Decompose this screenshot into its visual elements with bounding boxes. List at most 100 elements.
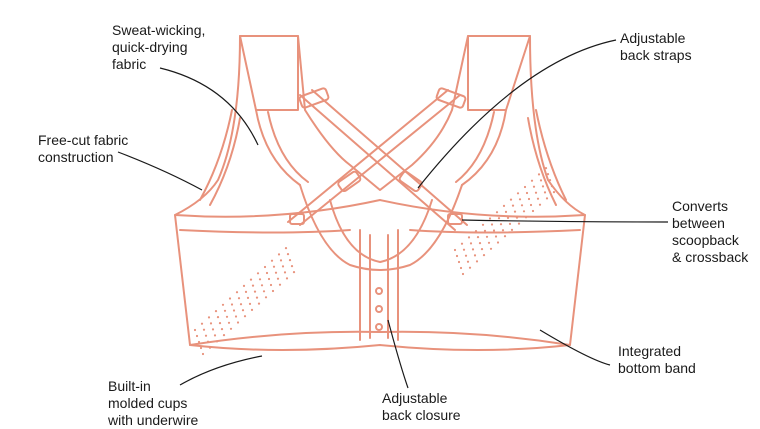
perforation-dot	[469, 242, 473, 245]
perforation-dot	[550, 185, 554, 188]
perforation-dot	[253, 290, 257, 293]
perforation-dot	[242, 284, 246, 287]
perforation-dot	[232, 309, 236, 312]
perforation-dot	[548, 179, 552, 182]
leader-sweat	[159, 67, 259, 146]
perforation-dot	[209, 322, 213, 325]
perforation-dot	[262, 290, 266, 293]
perforation-dot	[546, 173, 550, 176]
perforation-dot	[453, 248, 457, 252]
perforation-dot	[502, 204, 506, 207]
perforation-dot	[475, 260, 479, 263]
perforation-dot	[241, 309, 245, 312]
perforation-dot	[236, 321, 240, 324]
perforation-dot	[284, 247, 288, 250]
perforation-dot	[529, 203, 533, 207]
perforation-dot	[466, 260, 470, 263]
perforation-dot	[220, 328, 224, 331]
perforation-dot	[204, 334, 208, 337]
perforation-dot	[270, 259, 274, 262]
perforation-dot	[488, 217, 492, 220]
perforation-dot	[276, 277, 280, 280]
perforation-dot	[518, 198, 522, 201]
perforation-dot	[239, 303, 243, 306]
perforation-dot	[485, 235, 489, 238]
perforation-dot	[243, 315, 247, 318]
perforation-dot	[522, 210, 526, 213]
perforation-dot	[251, 284, 255, 287]
perforation-dot	[195, 334, 199, 338]
perforation-dot	[545, 197, 549, 200]
perforation-dot	[515, 216, 519, 219]
perforation-dot	[474, 230, 478, 233]
perforation-dot	[278, 283, 282, 286]
leader-freecut	[117, 151, 203, 191]
perforation-dot	[455, 254, 459, 258]
perforation-dot	[541, 185, 545, 188]
perforation-dot	[523, 185, 527, 189]
perforation-dot	[260, 284, 264, 287]
perforation-dot	[530, 179, 534, 182]
perforation-dot	[271, 289, 275, 293]
perforation-dot	[248, 302, 252, 305]
perforation-dot	[511, 204, 515, 207]
perforation-dot	[234, 315, 238, 318]
perforation-dot	[544, 167, 548, 170]
perforation-dot	[281, 265, 285, 268]
perforation-dot	[468, 266, 472, 269]
perforation-dot	[520, 204, 524, 207]
perforation-dot	[292, 271, 296, 274]
perforation-dot	[208, 346, 212, 349]
label-molded-cups: Built-in molded cups with underwire	[108, 378, 199, 428]
perforation-dot	[246, 296, 250, 299]
perforation-dot	[501, 229, 505, 232]
perforation-dot	[193, 328, 197, 332]
perforation-dot	[274, 271, 278, 274]
perforation-dot	[201, 352, 205, 356]
perforation-dot	[517, 222, 521, 225]
perforation-dot	[462, 248, 466, 251]
perforation-dot	[467, 236, 471, 239]
perforation-dot	[490, 223, 494, 226]
perforation-dot	[504, 210, 508, 213]
perforation-dot	[509, 198, 513, 201]
perforation-dot	[211, 328, 215, 331]
leader-closure	[387, 319, 409, 389]
perforation-dot	[537, 173, 541, 176]
perforation-dot	[489, 247, 493, 250]
perforation-dot	[506, 216, 510, 219]
perforation-dot	[534, 191, 538, 194]
perforation-dot	[483, 229, 487, 232]
perforation-dot	[265, 271, 269, 275]
leader-straps	[417, 39, 617, 189]
perforation-dot	[460, 242, 464, 245]
leader-band	[539, 329, 611, 366]
perforation-dot	[229, 327, 233, 330]
perforation-dot	[258, 278, 262, 281]
perforation-dot	[285, 277, 289, 280]
perforation-dot	[215, 340, 219, 343]
perforation-dot	[461, 272, 465, 276]
perforation-dot	[288, 259, 292, 262]
perforation-dot	[218, 322, 222, 325]
perforation-dot	[482, 254, 486, 257]
perforation-dot	[227, 321, 231, 324]
perforation-dot	[244, 290, 248, 293]
perforation-dot	[494, 235, 498, 238]
perforation-dot	[283, 271, 287, 274]
perforation-dot	[228, 297, 232, 300]
perforation-dot	[536, 197, 540, 200]
perforation-dot	[543, 191, 547, 194]
perforation-dot	[464, 254, 468, 257]
perforation-dot	[267, 277, 271, 281]
perforation-dot	[290, 265, 294, 268]
label-sweat-wicking: Sweat-wicking, quick-drying fabric	[112, 22, 206, 72]
perforation-dot	[199, 346, 203, 350]
perforation-dot	[269, 283, 273, 287]
label-back-straps: Adjustable back straps	[620, 30, 692, 63]
perforation-dot	[222, 334, 226, 337]
perforation-dot	[235, 291, 239, 294]
perforation-dot	[202, 328, 206, 331]
perforation-dot	[206, 340, 210, 343]
